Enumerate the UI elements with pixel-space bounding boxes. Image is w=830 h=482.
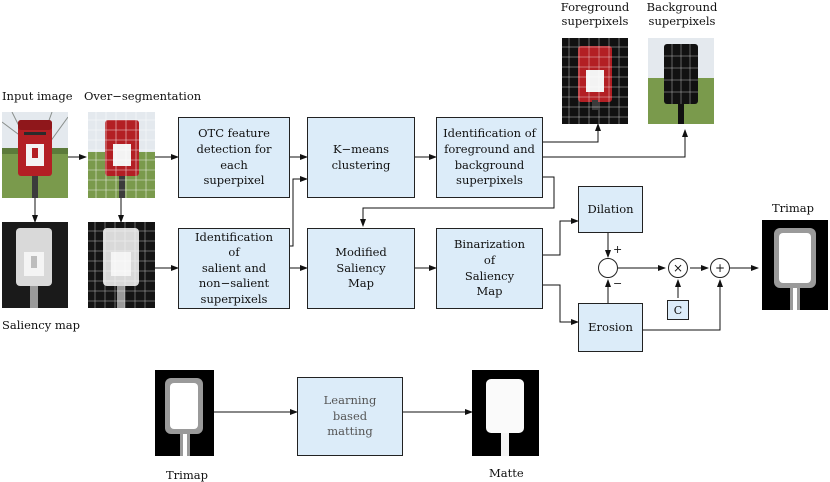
background-superpixels-thumbnail xyxy=(648,38,714,124)
modified-saliency-map-box: Modified Saliency Map xyxy=(307,228,415,309)
input-image-thumbnail xyxy=(2,112,68,198)
binarization-box: Binarization of Saliency Map xyxy=(436,228,543,309)
matte-thumbnail xyxy=(472,370,539,456)
identify-foreground-background-box: Identification of foreground and backgro… xyxy=(436,117,543,198)
otc-feature-detection-box: OTC feature detection for each superpixe… xyxy=(178,117,290,198)
background-superpixels-label: Background superpixels xyxy=(646,0,718,29)
saliency-map-label: Saliency map xyxy=(2,318,81,332)
dilation-box: Dilation xyxy=(578,186,643,233)
trimap-output-thumbnail xyxy=(762,220,828,310)
trimap-output-label: Trimap xyxy=(772,201,814,215)
minus-sign: − xyxy=(613,277,623,290)
foreground-superpixels-thumbnail xyxy=(562,38,628,124)
kmeans-clustering-box: K−means clustering xyxy=(307,117,415,198)
identify-salient-superpixels-box: Identification of salient and non−salien… xyxy=(178,228,290,309)
input-image-label: Input image xyxy=(2,89,73,103)
saliency-map-thumbnail xyxy=(2,222,68,308)
subtract-node xyxy=(598,258,618,278)
over-segmentation-label: Over−segmentation xyxy=(84,89,202,103)
learning-based-matting-box: Learning based matting xyxy=(297,377,403,456)
matte-label: Matte xyxy=(489,466,524,480)
erosion-box: Erosion xyxy=(578,303,643,352)
multiply-node: × xyxy=(668,258,688,278)
trimap-input-thumbnail xyxy=(155,370,214,456)
foreground-superpixels-label: Foreground superpixels xyxy=(560,0,630,29)
plus-sign: + xyxy=(613,243,623,256)
trimap-input-label: Trimap xyxy=(166,468,208,482)
over-segmentation-thumbnail xyxy=(88,112,155,198)
superpixel-saliency-thumbnail xyxy=(88,222,155,308)
constant-c-box: C xyxy=(667,300,689,320)
add-node: + xyxy=(710,258,730,278)
